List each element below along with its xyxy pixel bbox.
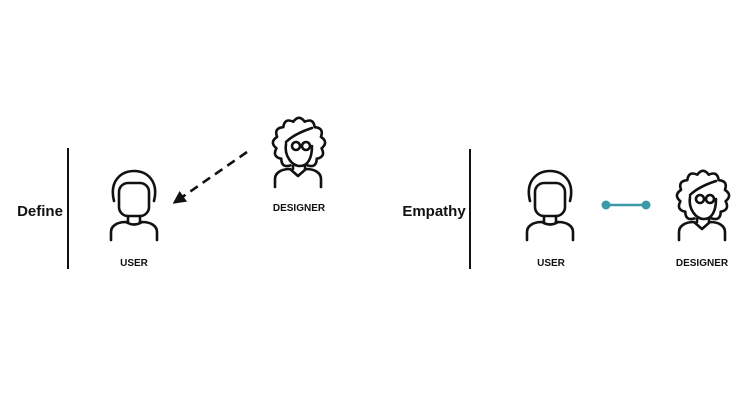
empathy-connector [601,200,651,210]
user-icon [525,169,575,242]
designer-icon [271,116,327,189]
connector-dot [601,200,611,210]
dashed-arrow [172,150,248,204]
designer-icon [675,169,731,242]
panel-empathy: Empathy USER DESIGNER [402,149,731,269]
user-label: USER [537,258,566,269]
section-title-define: Define [17,203,63,220]
designer-label: DESIGNER [676,258,729,269]
designer-label: DESIGNER [273,203,326,214]
user-label: USER [120,258,149,269]
panel-define: Define USER DESIGNER [17,116,327,269]
connector-dot [641,200,651,210]
section-title-empathy: Empathy [402,203,466,220]
user-icon [109,169,159,242]
